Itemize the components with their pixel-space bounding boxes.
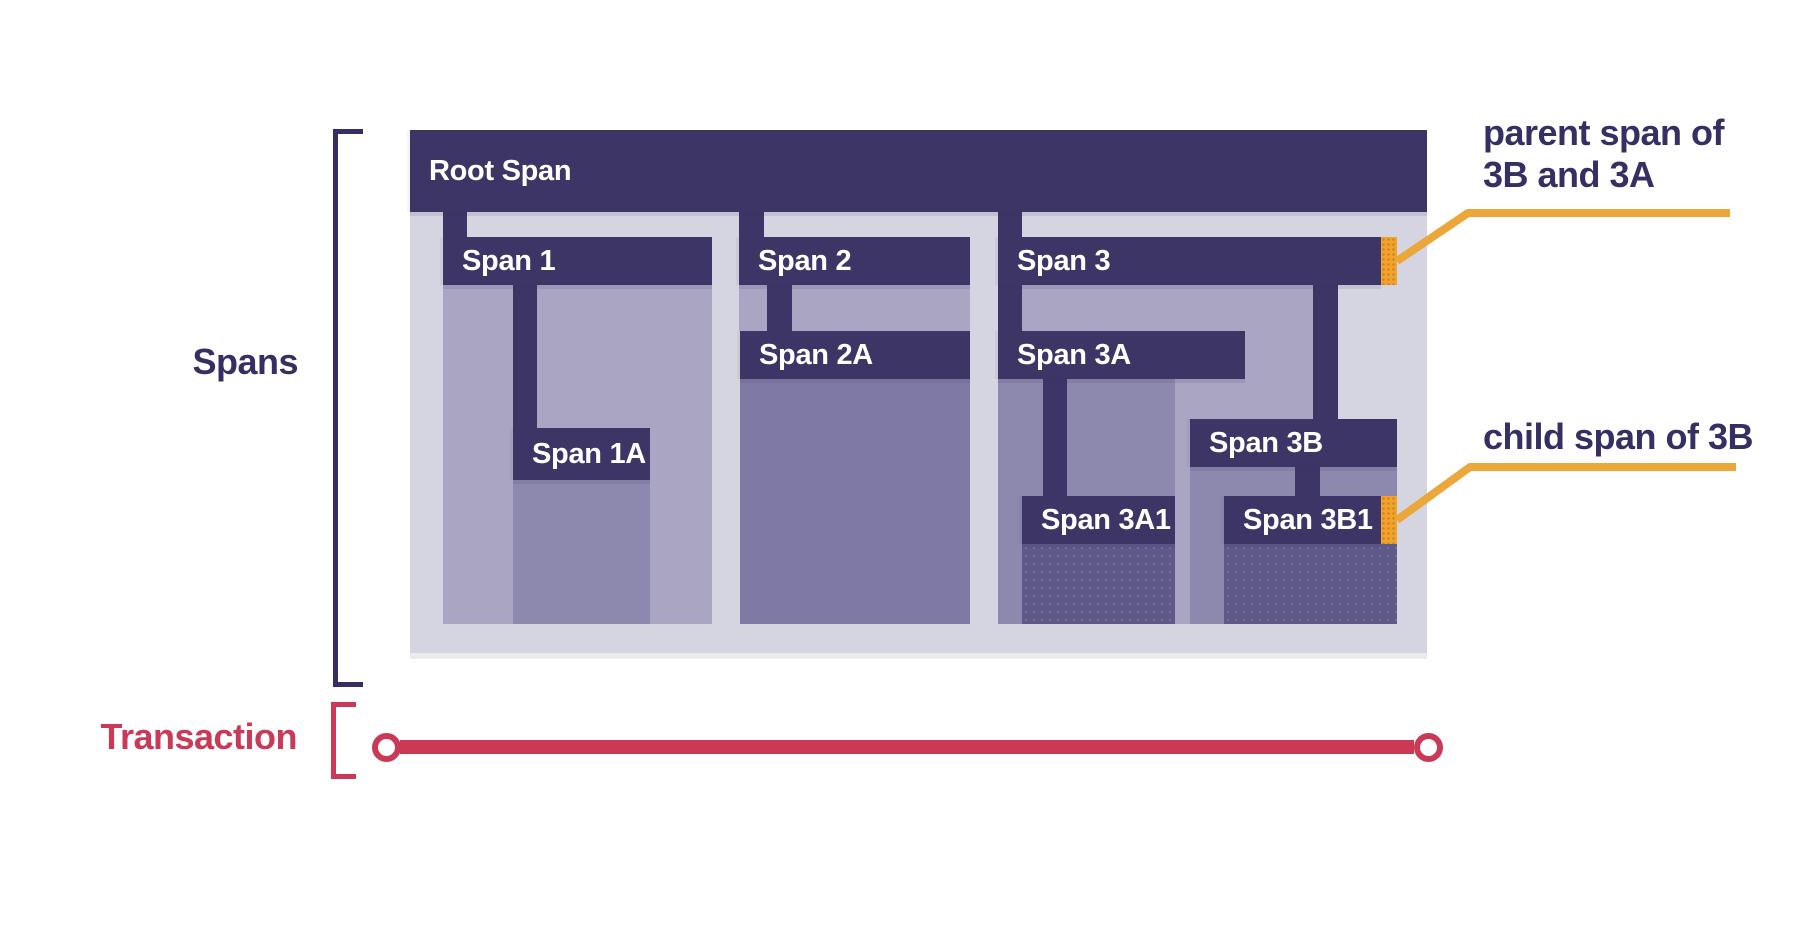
span3b1-panel xyxy=(1224,544,1397,624)
span1-label: Span 1 xyxy=(462,244,556,277)
span1a-panel xyxy=(513,480,650,624)
span3b1-bar: Span 3B1 xyxy=(1224,496,1381,544)
annotation-child-span-line1: child span of 3B xyxy=(1483,416,1754,457)
callout-line-parent-span xyxy=(1394,209,1730,265)
timeline-end-circle xyxy=(1414,733,1443,762)
span3b1-label: Span 3B1 xyxy=(1243,503,1373,536)
spans-bracket-bottom-tick xyxy=(333,682,363,687)
root-span-bar: Root Span xyxy=(410,130,1427,212)
span3b1-child-highlight-tab xyxy=(1381,496,1397,544)
connector-span2-span2a xyxy=(767,285,792,331)
connector-span3b-span3b1 xyxy=(1295,467,1320,496)
span3a1-label: Span 3A1 xyxy=(1041,503,1171,536)
span2a-label: Span 2A xyxy=(759,338,873,371)
annotation-child-span: child span of 3B xyxy=(1483,416,1801,458)
transaction-label: Transaction xyxy=(100,716,297,757)
connector-span1-span1a xyxy=(513,285,537,428)
annotation-parent-span: parent span of 3B and 3A xyxy=(1483,112,1793,196)
span3a1-bar: Span 3A1 xyxy=(1022,496,1175,544)
connector-span3a-span3a1 xyxy=(1043,379,1067,496)
span3b-label: Span 3B xyxy=(1209,426,1323,459)
span3-label: Span 3 xyxy=(1017,244,1111,277)
transaction-timeline xyxy=(400,740,1414,754)
callout-line-child-span xyxy=(1394,463,1736,524)
timeline-start-circle xyxy=(372,733,401,762)
annotation-parent-span-line1: parent span of xyxy=(1483,112,1725,153)
span1a-bar: Span 1A xyxy=(513,428,650,480)
span3a-bar: Span 3A xyxy=(998,331,1245,379)
spans-bracket-top-tick xyxy=(333,129,363,134)
span2a-panel xyxy=(740,379,970,624)
span3a1-panel xyxy=(1022,544,1175,624)
annotation-parent-span-line2: 3B and 3A xyxy=(1483,154,1655,195)
span3a-label: Span 3A xyxy=(1017,338,1131,371)
transaction-bracket xyxy=(331,702,336,779)
connector-span3-span3b xyxy=(1313,285,1338,419)
spans-bracket xyxy=(333,129,338,687)
spans-label: Spans xyxy=(192,341,298,382)
connector-root-span1 xyxy=(443,212,467,237)
span2a-bar: Span 2A xyxy=(740,331,970,379)
root-span-label: Root Span xyxy=(429,154,572,187)
span3-parent-highlight-tab xyxy=(1381,237,1397,285)
connector-root-span3 xyxy=(998,212,1022,237)
span1-bar: Span 1 xyxy=(443,237,712,285)
connector-root-span2 xyxy=(739,212,764,240)
span1a-label: Span 1A xyxy=(532,437,646,470)
span3-bar: Span 3 xyxy=(998,237,1381,285)
connector-span3-span3a xyxy=(998,285,1022,331)
span3b-bar: Span 3B xyxy=(1190,419,1397,467)
span2-bar: Span 2 xyxy=(739,237,970,285)
span2-label: Span 2 xyxy=(758,244,852,277)
transaction-bracket-top-tick xyxy=(331,702,356,707)
transaction-bracket-bottom-tick xyxy=(331,774,356,779)
